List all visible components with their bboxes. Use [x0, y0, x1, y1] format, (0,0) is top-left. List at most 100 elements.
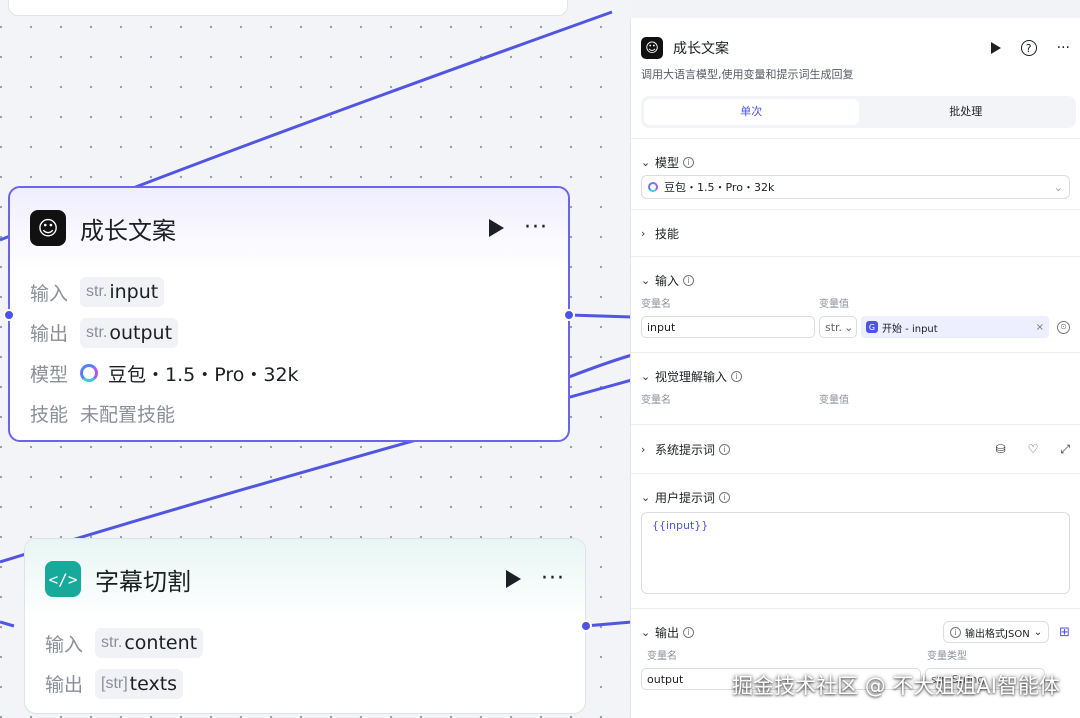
variable-pill: [str] texts [95, 668, 184, 699]
row-label: 输入 [30, 282, 69, 305]
info-icon[interactable]: i [683, 156, 695, 168]
variable-pill: str. content [95, 628, 204, 659]
info-icon[interactable]: i [731, 370, 743, 382]
output-name-input[interactable]: output [641, 668, 921, 690]
variable-name: output [109, 321, 173, 344]
column-labels: 变量名 变量值 [641, 295, 1070, 310]
edge-line [568, 353, 632, 379]
bot-icon: ☺ [30, 210, 66, 246]
model-select-value: 豆包・1.5・Pro・32k [664, 181, 775, 194]
node-title: 字幕切割 [95, 567, 191, 596]
column-label: 变量类型 [927, 651, 967, 662]
section-title: 用户提示词 [655, 490, 716, 505]
more-icon[interactable]: ··· [524, 215, 548, 240]
section-title: 技能 [655, 226, 680, 241]
column-label: 变量名 [647, 651, 677, 662]
edge-line [568, 313, 632, 319]
output-type-select[interactable]: str. String [925, 668, 1045, 690]
variable-name-input[interactable]: input [641, 316, 815, 338]
optimize-icon[interactable]: ♡ [1027, 441, 1039, 456]
workflow-canvas[interactable]: ☺ 成长文案 ··· 输入 str. input 输出 str. output [0, 0, 632, 718]
variable-name: texts [129, 672, 178, 695]
section-header[interactable]: ⌄ 模型 i [641, 139, 1070, 185]
chevron-down-icon: ⌄ [1053, 180, 1063, 194]
chevron-down-icon: ⌄ [641, 155, 651, 169]
output-port[interactable] [563, 309, 575, 321]
doubao-logo-icon [648, 182, 658, 192]
input-row: 输入 str. content [45, 623, 565, 664]
section-title: 系统提示词 [655, 442, 716, 457]
tab-single[interactable]: 单次 [644, 99, 859, 125]
tab-batch[interactable]: 批处理 [949, 105, 983, 118]
bot-icon: ☺ [641, 37, 663, 59]
add-icon[interactable]: ⊞ [1059, 624, 1070, 640]
column-label: 变量值 [819, 299, 849, 310]
output-variable-row: output str. String [641, 668, 1070, 690]
expand-icon[interactable]: ⤢ [1060, 441, 1070, 456]
row-label: 技能 [30, 404, 69, 427]
close-icon[interactable]: × [1035, 321, 1044, 333]
info-icon[interactable]: i [719, 443, 731, 455]
model-section: ⌄ 模型 i 豆包・1.5・Pro・32k ⌄ [631, 138, 1080, 199]
llm-node[interactable]: ☺ 成长文案 ··· 输入 str. input 输出 str. output [3, 186, 575, 442]
output-section: ⌄ 输出 i i 输出格式JSON ⌄ ⊞ 变量名 变量类型 output st… [631, 608, 1080, 690]
section-header[interactable]: ⌄ 输入 i [641, 257, 1070, 303]
node-title: 成长文案 [80, 216, 176, 245]
section-header[interactable]: › 系统提示词 i ⛁ ♡ ⤢ [641, 425, 1070, 473]
type-select-value: str. [825, 320, 843, 334]
model-select[interactable]: 豆包・1.5・Pro・32k ⌄ [641, 175, 1070, 199]
column-labels: 变量名 变量类型 [641, 647, 1070, 662]
type-tag: [str] [101, 674, 128, 692]
row-label: 输入 [45, 633, 84, 656]
info-icon[interactable]: i [683, 274, 695, 286]
section-header[interactable]: › 技能 [641, 210, 1070, 256]
column-label: 变量名 [641, 299, 671, 310]
chevron-down-icon: ⌄ [641, 369, 651, 383]
help-icon[interactable]: ? [1020, 40, 1037, 56]
info-icon: i [950, 626, 962, 638]
chevron-right-icon: › [641, 442, 646, 456]
type-select[interactable]: str.⌄ [819, 316, 857, 338]
library-icon[interactable]: ⛁ [995, 441, 1006, 456]
settings-icon[interactable]: ⊙ [1057, 320, 1070, 334]
more-icon[interactable]: ··· [541, 566, 565, 591]
variable-name: input [109, 281, 159, 304]
reference-label: 开始 - input [882, 323, 938, 335]
node-config-panel: ☺ 成长文案 ? ··· 调用大语言模型,使用变量和提示词生成回复 单次 批处理… [630, 18, 1080, 718]
type-tag: str. [101, 634, 123, 652]
play-icon[interactable] [489, 219, 505, 237]
output-row: 输出 [str] texts [45, 664, 565, 705]
column-labels: 变量名 变量值 [641, 391, 1070, 424]
code-node[interactable]: </> 字幕切割 ··· 输入 str. content 输出 [str] te… [24, 538, 592, 714]
chevron-right-icon: › [641, 226, 646, 240]
chevron-down-icon: ⌄ [641, 490, 651, 504]
skill-section: › 技能 [631, 209, 1080, 256]
watermark: 掘金技术社区 @ 不大姐姐AI智能体 [732, 674, 1060, 698]
play-icon[interactable] [506, 570, 522, 588]
variable-pill: str. output [80, 317, 179, 348]
type-tag: str. [86, 323, 108, 341]
variable-name: content [124, 632, 198, 655]
edge-line [584, 620, 632, 628]
output-row: 输出 str. output [30, 313, 548, 354]
info-icon[interactable]: i [683, 626, 695, 638]
output-format-select[interactable]: i 输出格式JSON ⌄ [943, 621, 1050, 643]
node-above[interactable] [8, 0, 568, 16]
play-icon[interactable] [990, 42, 1001, 54]
section-header[interactable]: ⌄ 用户提示词 i [641, 474, 1070, 520]
user-prompt-editor[interactable]: {{input}} [641, 512, 1070, 594]
section-header[interactable]: ⌄ 视觉理解输入 i [641, 353, 1070, 399]
doubao-logo-icon [80, 364, 98, 383]
input-port[interactable] [3, 309, 15, 321]
skill-value: 未配置技能 [80, 404, 176, 427]
output-format-label: 输出格式JSON [965, 628, 1030, 640]
variable-pill: str. input [80, 277, 165, 308]
more-icon[interactable]: ··· [1056, 40, 1070, 56]
output-port[interactable] [580, 620, 592, 632]
system-prompt-section: › 系统提示词 i ⛁ ♡ ⤢ [631, 424, 1080, 473]
info-icon[interactable]: i [719, 491, 731, 503]
section-title: 输出 [655, 625, 680, 640]
panel-title: 成长文案 [673, 41, 729, 57]
section-header[interactable]: ⌄ 输出 i i 输出格式JSON ⌄ ⊞ [641, 609, 1070, 655]
variable-reference[interactable]: G 开始 - input × [861, 316, 1049, 338]
